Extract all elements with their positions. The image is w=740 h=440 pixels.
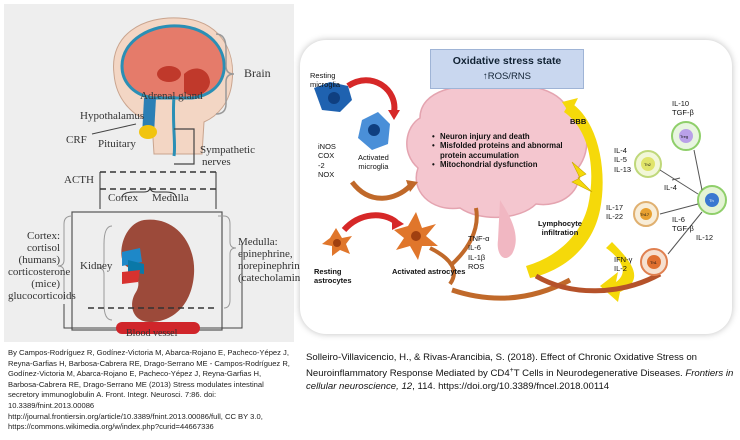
- label-treg: Treg: [680, 134, 689, 139]
- title-box: Oxidative stress state ↑ROS/RNS: [430, 49, 584, 89]
- label-il17: IL-17 IL-22: [606, 203, 624, 221]
- label-activated-microglia: Activated microglia: [358, 153, 389, 171]
- thalamus: [157, 66, 181, 82]
- label-il12: IL-12: [696, 233, 714, 242]
- brain-effects-list: Neuron injury and death Misfolded protei…: [432, 132, 564, 170]
- label-kidney: Kidney: [80, 260, 113, 272]
- left-figure-credit: By Campos-Rodríguez R, Godínez-Victoria …: [8, 348, 290, 432]
- label-medulla-hormones: Medulla: epinephrine, norepinephrine (ca…: [238, 236, 314, 284]
- pituitary-shape: [139, 125, 157, 139]
- diagram-title: Oxidative stress state: [452, 55, 562, 67]
- label-crf: CRF: [66, 134, 87, 146]
- label-blood-vessel: Blood vessel: [126, 328, 178, 339]
- astrocyte-activation-arrow: [341, 212, 398, 233]
- label-activated-astrocytes: Activated astrocytes: [392, 267, 466, 276]
- label-brain: Brain: [244, 66, 271, 80]
- label-cortex: Cortex: [108, 192, 138, 204]
- label-th1: Th1: [650, 260, 657, 265]
- blood-vessel-shape: [116, 322, 200, 334]
- label-bbb: BBB: [570, 117, 587, 126]
- diagram-subtitle: ↑ROS/RNS: [482, 71, 532, 82]
- label-medulla: Medulla: [152, 192, 189, 204]
- label-resting-astrocytes: Resting astrocytes: [314, 267, 352, 285]
- hpa-axis-figure: Brain Adrenal gland Hypothalamus CRF Pit…: [4, 4, 313, 342]
- effect-neuron-injury: Neuron injury and death: [432, 132, 564, 142]
- brain-brace: [215, 33, 235, 115]
- label-pituitary: Pituitary: [98, 138, 136, 150]
- label-hypothalamus: Hypothalamus: [80, 110, 145, 122]
- kidney-shape: [121, 219, 195, 322]
- oxidative-stress-figure: Oxidative stress state ↑ROS/RNS Resting …: [300, 40, 732, 334]
- label-sympathetic: Sympathetic: [200, 144, 255, 156]
- label-resting-microglia: Resting microglia: [310, 71, 341, 89]
- label-il4-arrow: IL-4: [664, 183, 677, 192]
- label-cortex-hormones: Cortex: cortisol (humans) corticosterone…: [8, 230, 76, 302]
- bbb-band: [526, 102, 603, 278]
- hpa-axis-illustration: [57, 17, 243, 334]
- cerebellum: [184, 68, 210, 96]
- label-il10: IL-10 TGF-β: [672, 99, 694, 117]
- label-il6: IL-6 TGF-β: [672, 215, 694, 233]
- label-adrenal-gland: Adrenal gland: [140, 90, 203, 102]
- label-acth: ACTH: [64, 174, 94, 186]
- label-ifn: IFN-γ IL-2: [614, 255, 633, 273]
- label-th17: Th17: [640, 212, 650, 217]
- label-nerves: nerves: [202, 156, 231, 168]
- brain-stem: [497, 200, 516, 259]
- label-il4-group: IL-4 IL-5 IL-13: [614, 146, 632, 174]
- label-cytokines: TNF-α IL-6 IL-1β ROS: [468, 234, 490, 272]
- effect-mitochondrial: Mitochondrial dysfunction: [432, 160, 564, 170]
- effect-misfolded-proteins: Misfolded proteins and abnormal protein …: [432, 141, 564, 160]
- right-figure-credit: Solleiro-Villavicencio, H., & Rivas-Aran…: [306, 352, 734, 393]
- label-th2: Th2: [644, 162, 651, 167]
- microglia-activation-arrow: [346, 77, 398, 113]
- label-th0: Th: [709, 198, 714, 203]
- brain-shape: [120, 24, 226, 100]
- label-inos: iNOS COX -2 NOX: [318, 142, 336, 180]
- label-lymphocyte-infiltration: Lymphocyte infiltration: [538, 219, 582, 237]
